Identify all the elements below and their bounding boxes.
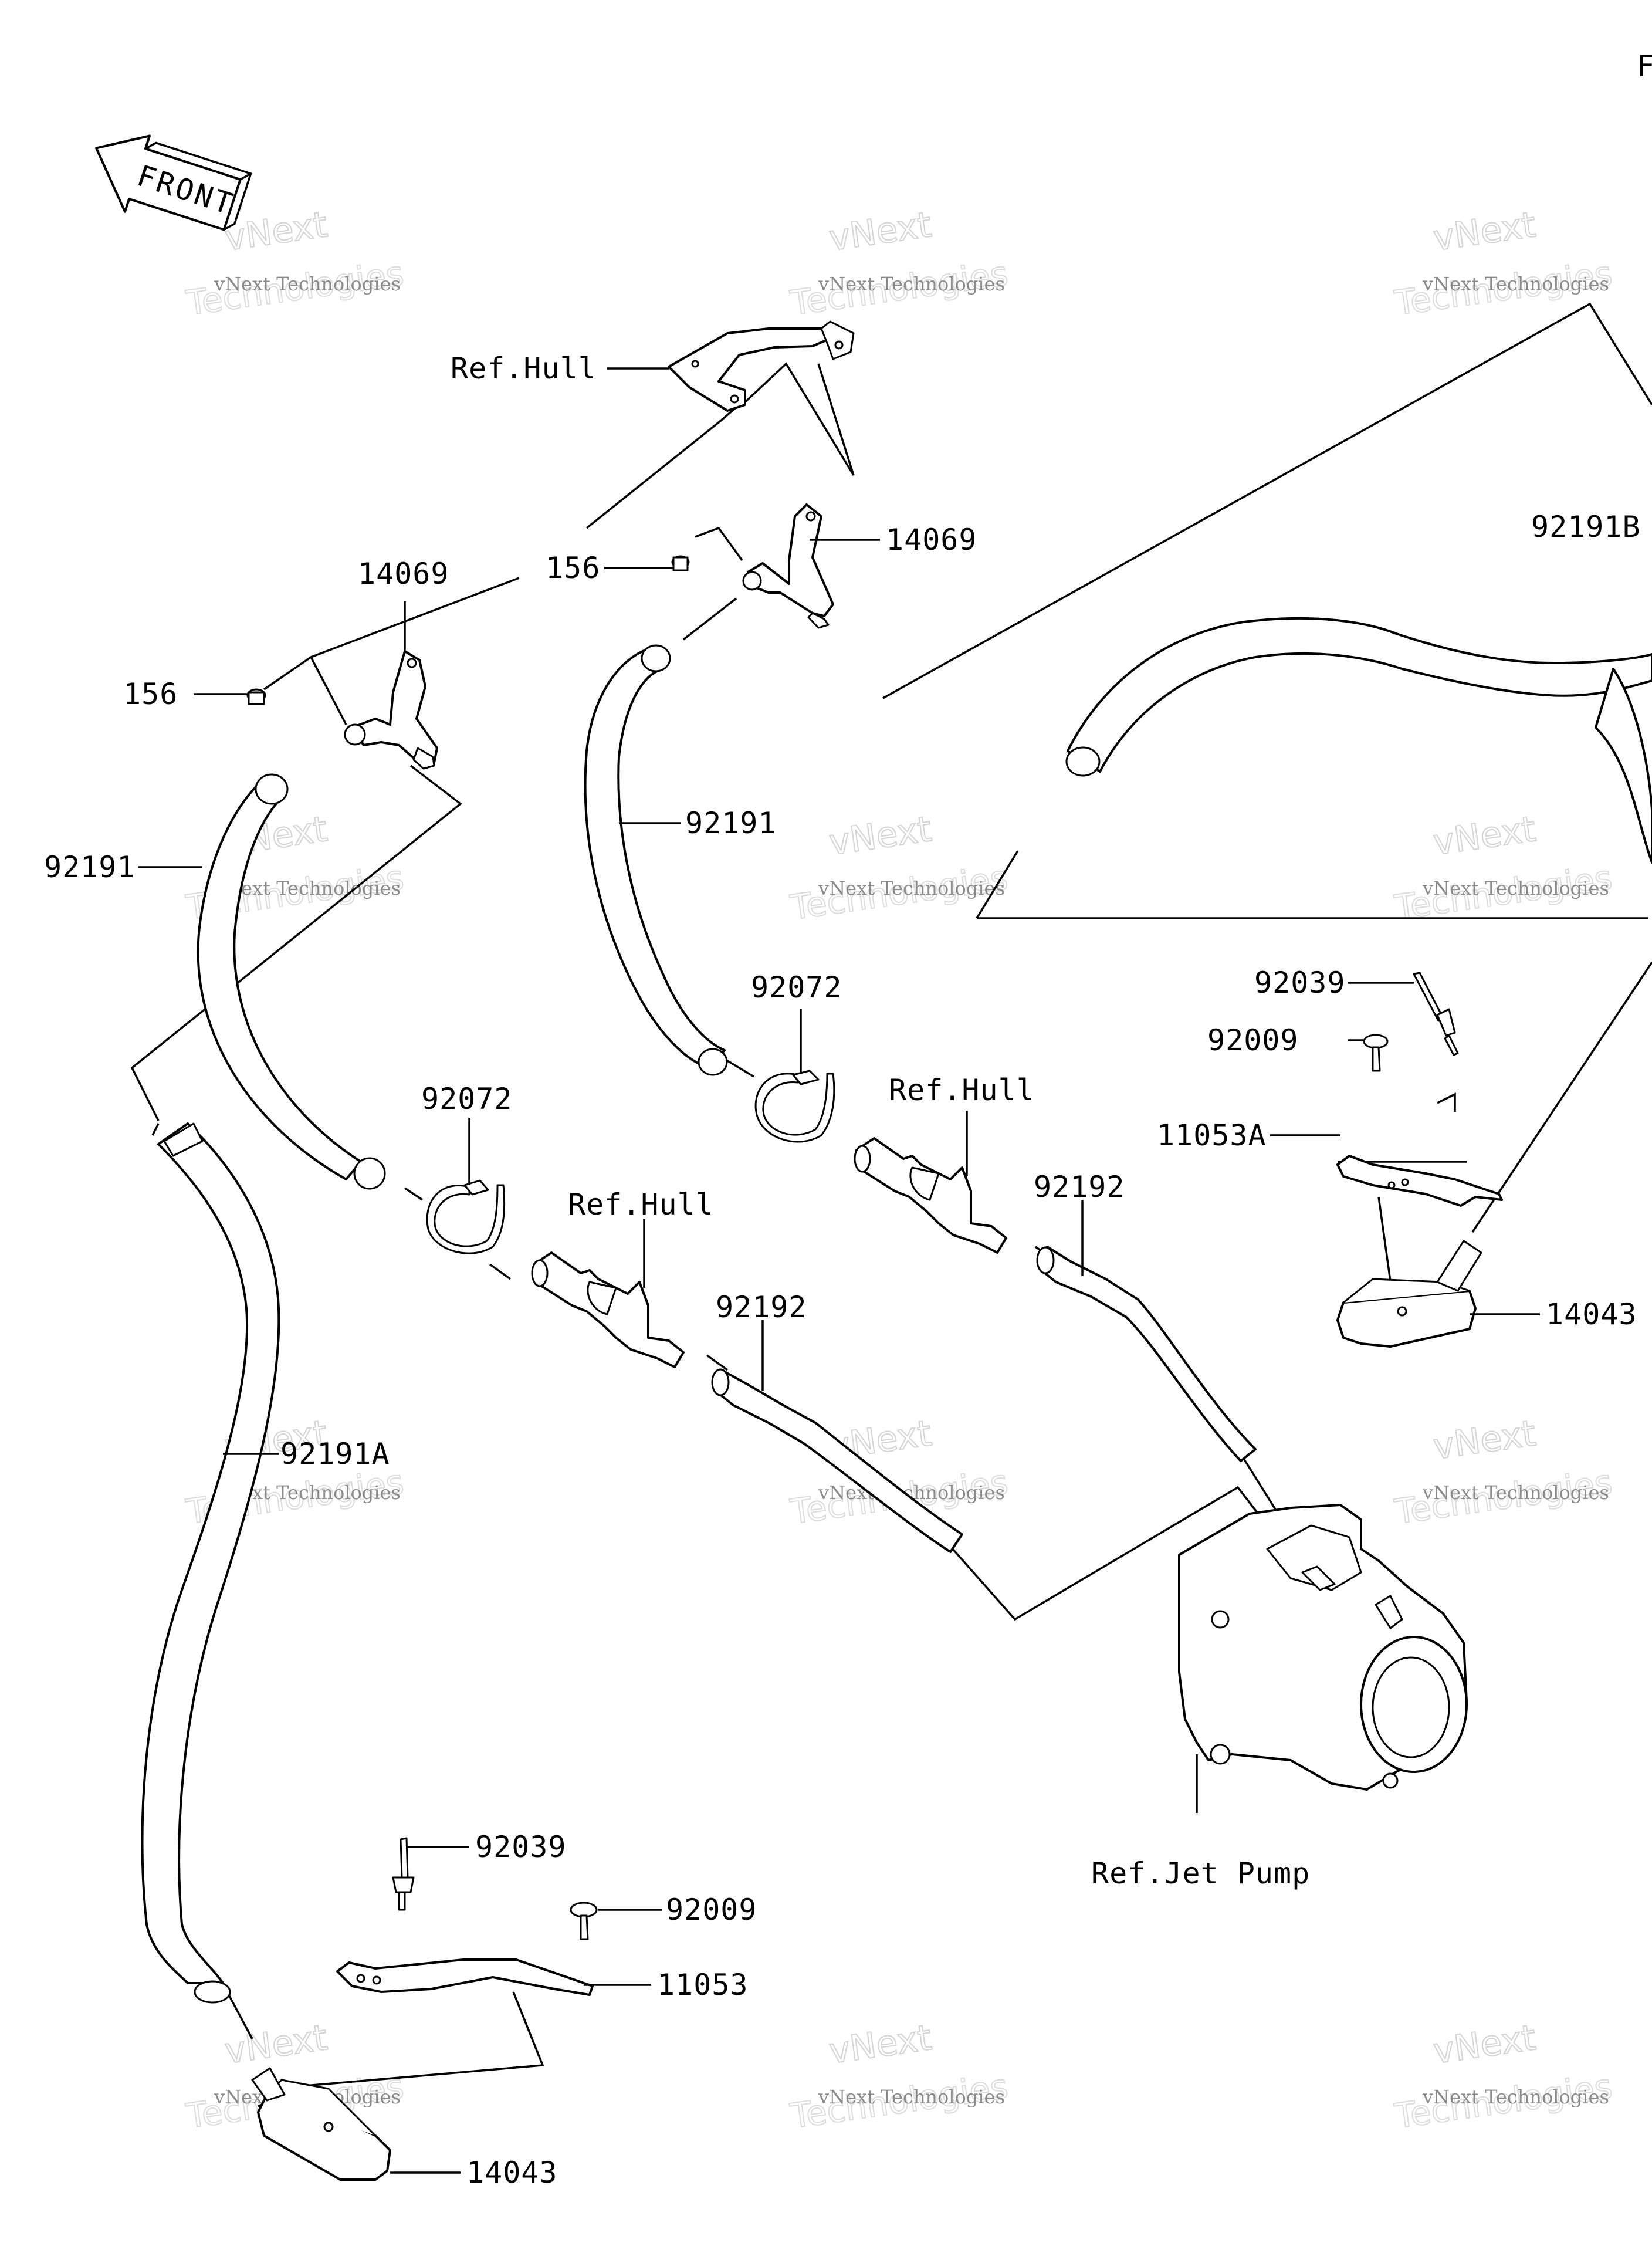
label-14043-right[interactable]: 14043	[1546, 1297, 1637, 1331]
hose-92191B[interactable]	[1065, 617, 1652, 864]
watermark-caption: vNext Technologies	[1422, 2086, 1609, 2108]
clamp-92072-left-icon[interactable]	[426, 1179, 506, 1254]
label-ref-jet-pump[interactable]: Ref.Jet Pump	[1091, 1856, 1310, 1890]
watermark-caption: vNext Technologies	[1422, 273, 1609, 295]
label-92191B[interactable]: 92191B	[1531, 510, 1641, 544]
clip-14069-right[interactable]	[742, 503, 834, 629]
screw-156-right-icon[interactable]	[671, 555, 690, 571]
label-92072-mid[interactable]: 92072	[751, 970, 842, 1004]
label-11053[interactable]: 11053	[657, 1968, 749, 2002]
label-92191-left[interactable]: 92191	[44, 850, 136, 884]
label-92009-right[interactable]: 92009	[1207, 1023, 1299, 1057]
callouts: Ref.Hull 14069 14069 156 156 92191B 9219…	[44, 351, 1641, 2190]
hull-fitting-left[interactable]	[531, 1251, 685, 1368]
watermark-brand: vNext	[1431, 2017, 1538, 2072]
hose-92192-left[interactable]	[711, 1368, 963, 1553]
hose-92191-mid[interactable]	[584, 644, 728, 1076]
watermark-caption: vNext Technologies	[818, 273, 1005, 295]
label-ref-hull-left[interactable]: Ref.Hull	[568, 1188, 714, 1222]
label-92009-bottom[interactable]: 92009	[666, 1893, 757, 1927]
watermark-caption: vNext Technologies	[1422, 877, 1609, 899]
label-92192-left[interactable]: 92192	[716, 1290, 807, 1324]
hose-92191-left[interactable]	[197, 773, 386, 1190]
watermark-caption: vNext Technologies	[1422, 1481, 1609, 1504]
screw-92009-bottom-icon[interactable]	[570, 1902, 598, 1940]
watermark-caption: vNext Technologies	[214, 877, 401, 899]
bracket-11053[interactable]	[336, 1958, 594, 1996]
label-92191-mid[interactable]: 92191	[685, 806, 777, 840]
hose-92191A[interactable]	[141, 1122, 280, 2004]
label-ref-hull-mid[interactable]: Ref.Hull	[889, 1073, 1035, 1107]
screw-92009-right-icon[interactable]	[1363, 1034, 1389, 1072]
bracket-11053A[interactable]	[1336, 1155, 1503, 1207]
watermark-caption: vNext Technologies	[214, 273, 401, 295]
watermark-brand: vNext	[1431, 808, 1538, 864]
watermark-brand: vNext	[827, 2017, 934, 2072]
watermark-brand: vNext	[222, 2017, 330, 2072]
watermark-brand: vNext	[1431, 1413, 1538, 1468]
clip-14069-left[interactable]	[344, 650, 438, 770]
label-92192-right[interactable]: 92192	[1034, 1170, 1125, 1204]
rivet-92039-right-icon[interactable]	[1413, 972, 1459, 1056]
strainer-14043-bottom[interactable]	[251, 2067, 391, 2181]
page-code: F	[1637, 49, 1652, 83]
clamp-92072-mid-icon[interactable]	[754, 1070, 835, 1143]
strainer-14043-right[interactable]	[1336, 1240, 1482, 1348]
watermark-brand: vNext	[827, 204, 934, 259]
label-92191A[interactable]: 92191A	[280, 1437, 390, 1471]
label-14069-right[interactable]: 14069	[886, 523, 977, 557]
label-14043-bottom[interactable]: 14043	[466, 2156, 558, 2190]
label-14069-left[interactable]: 14069	[358, 557, 449, 591]
label-92072-left[interactable]: 92072	[421, 1082, 513, 1116]
label-92039-right[interactable]: 92039	[1254, 966, 1346, 1000]
hull-bracket-top[interactable]	[668, 320, 855, 412]
watermark-brand: vNext	[827, 808, 934, 864]
label-156-right[interactable]: 156	[546, 551, 600, 585]
label-11053A[interactable]: 11053A	[1157, 1118, 1267, 1152]
watermark-caption: vNext Technologies	[818, 877, 1005, 899]
label-156-left[interactable]: 156	[123, 677, 178, 711]
jet-pump-housing[interactable]	[1178, 1504, 1468, 1791]
watermark-brand: vNext	[1431, 204, 1538, 259]
label-ref-hull-top[interactable]: Ref.Hull	[451, 351, 597, 385]
rivet-92039-bottom-icon[interactable]	[392, 1837, 415, 1911]
leader-lines	[130, 302, 1652, 2107]
hull-fitting-mid[interactable]	[854, 1137, 1007, 1254]
label-92039-bottom[interactable]: 92039	[475, 1830, 567, 1864]
screw-156-left-icon[interactable]	[246, 688, 266, 705]
hose-92192-right[interactable]	[1036, 1246, 1257, 1462]
watermark-caption: vNext Technologies	[818, 2086, 1005, 2108]
